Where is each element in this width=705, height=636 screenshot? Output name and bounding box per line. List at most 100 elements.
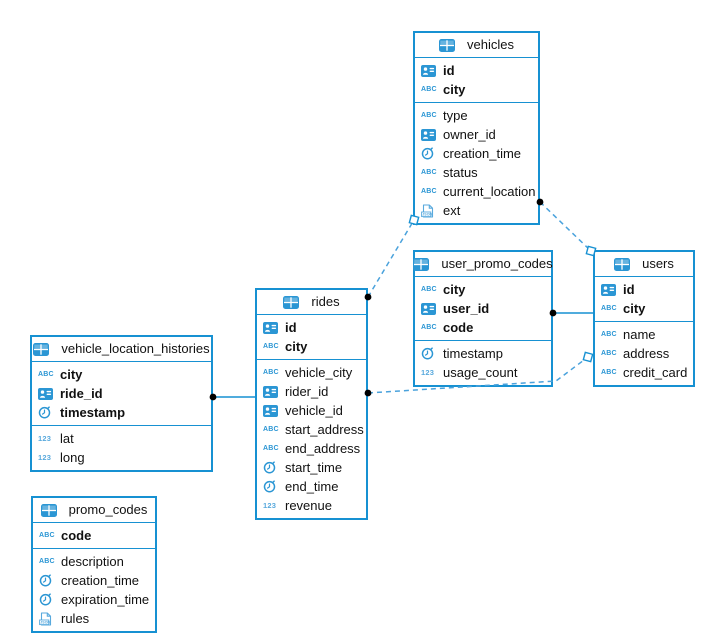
column-row-city[interactable]: ABC city [257, 337, 366, 356]
column-row-rider_id[interactable]: rider_id [257, 382, 366, 401]
text-abc-icon: ABC [421, 169, 437, 176]
column-row-creation_time[interactable]: creation_time [33, 571, 155, 590]
column-row-long[interactable]: 123 long [32, 448, 211, 467]
column-name: city [443, 282, 466, 297]
column-row-end_time[interactable]: end_time [257, 477, 366, 496]
column-row-vehicle_id[interactable]: vehicle_id [257, 401, 366, 420]
column-name: vehicle_id [285, 403, 343, 418]
relationship-line-rides-vehicles[interactable] [367, 219, 415, 298]
table-header: user_promo_codes [413, 252, 553, 277]
text-abc-icon: ABC [39, 532, 55, 539]
column-name: vehicle_city [285, 365, 353, 380]
column-name: id [443, 63, 455, 78]
primary-key-section: ABC code [33, 523, 155, 549]
column-row-timestamp[interactable]: timestamp [415, 344, 551, 363]
column-row-start_time[interactable]: start_time [257, 458, 366, 477]
column-row-id[interactable]: id [595, 280, 693, 299]
column-name: code [61, 528, 92, 543]
column-name: usage_count [443, 365, 518, 380]
column-name: rules [61, 611, 90, 626]
column-row-ride_id[interactable]: ride_id [32, 384, 211, 403]
column-name: description [61, 554, 124, 569]
column-name: city [285, 339, 308, 354]
table-header: users [595, 252, 693, 277]
column-row-code[interactable]: ABC code [33, 526, 155, 545]
column-row-lat[interactable]: 123 lat [32, 429, 211, 448]
column-name: revenue [285, 498, 332, 513]
column-row-status[interactable]: ABC status [415, 163, 538, 182]
table-header: rides [257, 290, 366, 315]
column-row-current_location[interactable]: ABC current_location [415, 182, 538, 201]
column-row-user_id[interactable]: user_id [415, 299, 551, 318]
column-name: id [623, 282, 635, 297]
column-row-usage_count[interactable]: 123 usage_count [415, 363, 551, 382]
text-abc-icon: ABC [263, 343, 279, 350]
column-row-timestamp[interactable]: timestamp [32, 403, 211, 422]
clock-icon [421, 147, 438, 160]
column-name: status [443, 165, 478, 180]
table-header: vehicles [415, 33, 538, 58]
text-abc-icon: ABC [421, 188, 437, 195]
text-abc-icon: ABC [421, 324, 437, 331]
table-icon [614, 257, 631, 271]
text-abc-icon: ABC [38, 371, 54, 378]
column-name: id [285, 320, 297, 335]
column-name: current_location [443, 184, 536, 199]
column-name: user_id [443, 301, 490, 316]
number-123-icon: 123 [38, 453, 52, 462]
id-badge-icon [263, 385, 280, 398]
column-name: ext [443, 203, 461, 218]
column-name: address [623, 346, 670, 361]
table-name: users [642, 256, 674, 271]
table-name: user_promo_codes [441, 256, 553, 271]
clock-icon [421, 347, 438, 360]
number-123-icon: 123 [38, 434, 52, 443]
id-badge-icon [421, 128, 438, 141]
clock-icon [39, 593, 56, 606]
table-icon [413, 257, 430, 271]
column-row-description[interactable]: ABC description [33, 552, 155, 571]
column-row-id[interactable]: id [257, 318, 366, 337]
id-badge-icon [38, 387, 55, 400]
column-name: ride_id [60, 386, 103, 401]
column-name: lat [60, 431, 74, 446]
column-row-id[interactable]: id [415, 61, 538, 80]
column-row-expiration_time[interactable]: expiration_time [33, 590, 155, 609]
relationship-square-end [582, 351, 594, 363]
column-row-creation_time[interactable]: creation_time [415, 144, 538, 163]
column-name: long [60, 450, 85, 465]
relationship-line-vehicles-users[interactable] [539, 201, 592, 252]
number-123-icon: 123 [421, 368, 435, 377]
column-row-owner_id[interactable]: owner_id [415, 125, 538, 144]
id-badge-icon [263, 404, 280, 417]
column-name: city [443, 82, 466, 97]
text-abc-icon: ABC [39, 558, 55, 565]
